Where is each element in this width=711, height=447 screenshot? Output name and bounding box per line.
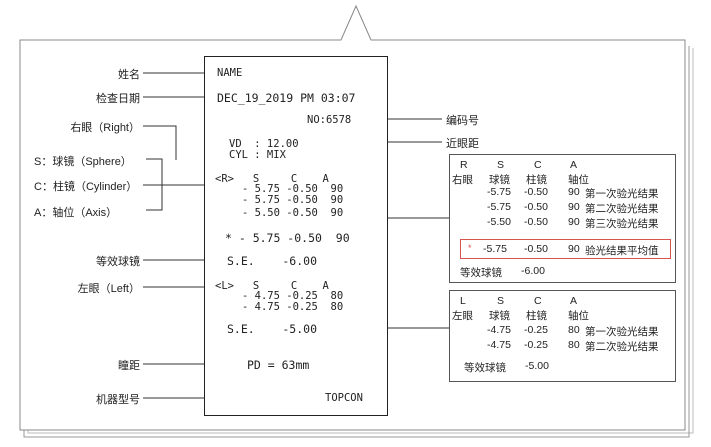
- cell-s: -4.75: [487, 339, 511, 351]
- right-table-s-label: 球镜: [489, 174, 510, 186]
- receipt-name: NAME: [217, 67, 243, 79]
- cell-note: 第二次验光结果: [585, 341, 659, 353]
- label-left-eye: 左眼（Left）: [77, 283, 140, 295]
- left-table-s-label: 球镜: [489, 310, 510, 322]
- right-table-eye-label: 右眼: [452, 174, 473, 186]
- cell-c: -0.50: [524, 186, 548, 198]
- label-near-distance: 近眼距: [446, 138, 479, 150]
- left-table-se-row: 等效球镜 -5.00: [450, 360, 677, 374]
- left-table-c-label: 柱镜: [526, 310, 547, 322]
- cell-a: 90: [568, 201, 580, 213]
- left-eye-table: L S C A 左眼 球镜 柱镜 轴位 -4.75 -0.25 80 第一次验光…: [449, 290, 676, 382]
- right-table-h-eye: R: [460, 159, 468, 171]
- left-table-row-2: -4.75 -0.25 80 第二次验光结果: [450, 339, 677, 353]
- cell-note: 第三次验光结果: [585, 218, 659, 230]
- label-serial-no: 编码号: [446, 115, 479, 127]
- cell-a: 90: [568, 243, 580, 255]
- right-table-avg-row: * -5.75 -0.50 90 验光结果平均值: [450, 243, 677, 257]
- receipt-no: NO:6578: [307, 114, 352, 126]
- left-table-header-cn: 左眼 球镜 柱镜 轴位: [450, 308, 677, 322]
- receipt-r-se: S.E. -6.00: [227, 254, 318, 268]
- cell-note: 验光结果平均值: [585, 245, 659, 257]
- right-table-header-cn: 右眼 球镜 柱镜 轴位: [450, 172, 677, 186]
- label-check-date: 检查日期: [96, 93, 140, 105]
- receipt-vd: VD : 12.00: [229, 138, 299, 150]
- label-spherical-equivalent: 等效球镜: [96, 256, 140, 268]
- cell-s: -4.75: [487, 324, 511, 336]
- receipt-l-row1: - 4.75 -0.25 80: [242, 290, 344, 302]
- label-right-eye: 右眼（Right）: [70, 122, 140, 134]
- cell-s: -5.50: [487, 216, 511, 228]
- receipt-l-se: S.E. -5.00: [227, 322, 318, 336]
- receipt-l-row2: - 4.75 -0.25 80: [242, 301, 344, 313]
- cell-note: 第一次验光结果: [585, 326, 659, 338]
- avg-mark: *: [468, 243, 472, 253]
- cell-a: 90: [568, 216, 580, 228]
- cell-note: 第一次验光结果: [585, 188, 659, 200]
- cell-a: 80: [568, 324, 580, 336]
- left-table-h-eye: L: [460, 295, 466, 307]
- right-table-header-en: R S C A: [450, 159, 677, 172]
- receipt-cyl: CYL : MIX: [229, 149, 286, 161]
- receipt-l-header: <L> S C A: [215, 280, 329, 292]
- right-table-h-s: S: [497, 159, 505, 171]
- right-table-row-1: -5.75 -0.50 90 第一次验光结果: [450, 186, 677, 200]
- cell-s: -5.75: [487, 186, 511, 198]
- receipt-date: DEC_19_2019 PM 03:07: [217, 91, 356, 105]
- cell-a: 90: [568, 186, 580, 198]
- cell-a: 80: [568, 339, 580, 351]
- receipt-r-row1: - 5.75 -0.50 90: [242, 183, 344, 195]
- receipt-r-row2: - 5.75 -0.50 90: [242, 194, 344, 206]
- right-table-a-label: 轴位: [568, 174, 589, 186]
- right-table-h-c: C: [534, 159, 542, 171]
- right-eye-table: R S C A 右眼 球镜 柱镜 轴位 -5.75 -0.50 90 第一次验光…: [449, 154, 676, 283]
- se-label: 等效球镜: [464, 362, 506, 374]
- left-table-h-c: C: [534, 295, 542, 307]
- left-table-eye-label: 左眼: [452, 310, 473, 322]
- right-table-h-a: A: [570, 159, 578, 171]
- cell-c: -0.25: [524, 324, 548, 336]
- right-table-row-3: -5.50 -0.50 90 第三次验光结果: [450, 216, 677, 230]
- receipt-r-header: <R> S C A: [215, 173, 329, 185]
- left-table-row-1: -4.75 -0.25 80 第一次验光结果: [450, 324, 677, 338]
- label-name: 姓名: [118, 69, 140, 81]
- receipt-pd: PD = 63mm: [247, 358, 310, 372]
- left-table-h-s: S: [497, 295, 505, 307]
- receipt-r-avg: * - 5.75 -0.50 90: [225, 231, 350, 245]
- cell-c: -0.50: [524, 243, 548, 255]
- label-machine-model: 机器型号: [96, 394, 140, 406]
- cell-note: 第二次验光结果: [585, 203, 659, 215]
- left-table-header-en: L S C A: [450, 295, 677, 308]
- label-sphere: S：球镜（Sphere）: [34, 156, 132, 168]
- right-table-row-2: -5.75 -0.50 90 第二次验光结果: [450, 201, 677, 215]
- label-cylinder: C：柱镜（Cylinder）: [34, 181, 138, 193]
- label-axis: A：轴位（Axis）: [34, 207, 118, 219]
- left-table-h-a: A: [570, 295, 578, 307]
- se-value: -5.00: [525, 360, 549, 372]
- cell-s: -5.75: [487, 201, 511, 213]
- cell-c: -0.25: [524, 339, 548, 351]
- left-table-a-label: 轴位: [568, 310, 589, 322]
- cell-c: -0.50: [524, 201, 548, 213]
- refraction-receipt: NAME DEC_19_2019 PM 03:07 NO:6578 VD : 1…: [204, 56, 388, 416]
- receipt-r-row3: - 5.50 -0.50 90: [242, 207, 344, 219]
- right-table-se-row: 等效球镜 -6.00: [450, 265, 677, 279]
- cell-c: -0.50: [524, 216, 548, 228]
- se-label: 等效球镜: [460, 267, 502, 279]
- se-value: -6.00: [521, 265, 545, 277]
- cell-s: -5.75: [483, 243, 507, 255]
- average-highlight-box: [460, 239, 671, 259]
- receipt-brand: TOPCON: [325, 392, 363, 404]
- right-table-c-label: 柱镜: [526, 174, 547, 186]
- label-pupil-distance: 瞳距: [118, 360, 140, 372]
